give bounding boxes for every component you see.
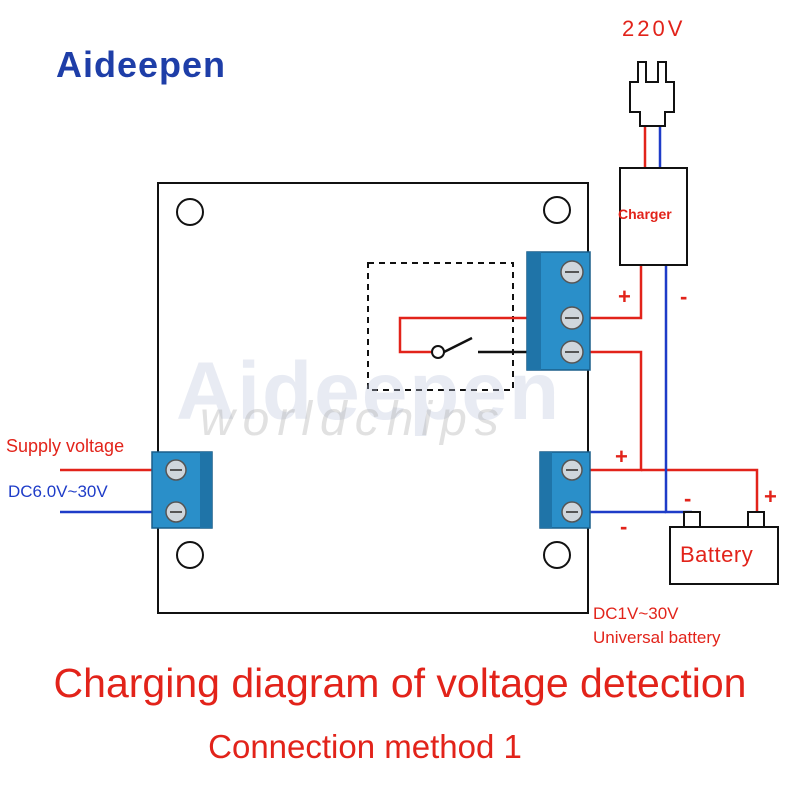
output-negative-sign: - [620,514,628,539]
charger-label: Charger [618,206,672,222]
wire-charger-positive [590,265,643,320]
charger-positive-sign: + [618,284,631,309]
mains-voltage-label: 220V [622,16,686,41]
wire-relay-output [590,350,643,472]
mounting-hole-top-right [543,196,571,224]
battery-label: Battery [680,542,754,567]
supply-range-label: DC6.0V~30V [8,482,108,501]
diagram-title: Charging diagram of voltage detection [53,660,747,706]
battery-positive-sign: + [764,484,777,509]
relay-outline [367,262,514,391]
mounting-hole-top-left [176,198,204,226]
watermark-site: worldchips [200,393,507,446]
pcb-board [157,182,589,614]
battery-type-label: Universal battery [593,628,721,647]
battery-range-label: DC1V~30V [593,604,679,623]
charger-box [619,167,688,266]
mounting-hole-bottom-right [543,541,571,569]
wire-charger-negative [664,265,692,514]
terminal-block-relay [526,251,591,371]
battery-box [669,511,779,585]
diagram-subtitle: Connection method 1 [208,728,522,765]
wire-battery-positive [641,468,759,512]
output-positive-sign: + [615,444,628,469]
relay-switch-icon [398,316,527,359]
charger-negative-sign: - [680,284,688,309]
power-plug-icon [629,61,675,127]
mounting-hole-bottom-left [176,541,204,569]
terminal-block-output [539,451,591,529]
terminal-block-supply [151,451,213,529]
brand-logo: Aideepen [56,44,227,85]
watermark-logo: Aideepen [176,346,562,437]
supply-voltage-label: Supply voltage [6,436,125,456]
battery-negative-sign: - [684,486,692,511]
